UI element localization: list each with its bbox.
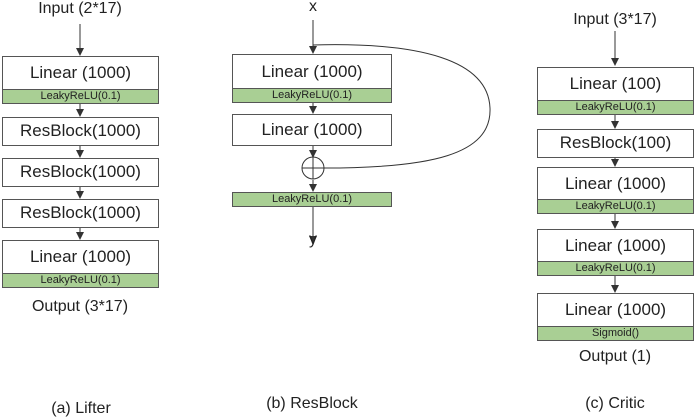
lifter-resblock-1: ResBlock(1000): [2, 117, 159, 146]
critic-linear-block-3: Linear (1000) LeakyReLU(0.1): [537, 229, 694, 276]
block-label: ResBlock(100): [559, 133, 672, 152]
lifter-caption: (a) Lifter: [51, 400, 111, 417]
resblock-output-label: y: [309, 231, 317, 248]
block-label: ResBlock(1000): [20, 203, 141, 222]
lifter-linear-block-2: Linear (1000) LeakyReLU(0.1): [2, 240, 159, 288]
critic-linear-block-4: Linear (1000) Sigmoid(): [537, 293, 694, 341]
lifter-resblock-2: ResBlock(1000): [2, 158, 159, 187]
activation-label: LeakyReLU(0.1): [232, 88, 392, 103]
block-label: ResBlock(1000): [20, 162, 141, 181]
block-label: Linear (1000): [564, 300, 667, 319]
block-label: Linear (1000): [564, 174, 667, 193]
resblock-linear-block-2: Linear (1000): [232, 114, 392, 146]
resblock-linear-block-1: Linear (1000) LeakyReLU(0.1): [232, 54, 392, 103]
resblock-post-activation: LeakyReLU(0.1): [232, 192, 392, 207]
critic-input-label: Input (3*17): [573, 11, 657, 28]
lifter-output-label: Output (3*17): [31, 298, 129, 315]
critic-linear-block-2: Linear (1000) LeakyReLU(0.1): [537, 167, 694, 214]
critic-resblock: ResBlock(100): [537, 129, 694, 158]
block-label: Linear (1000): [261, 62, 363, 81]
activation-label: LeakyReLU(0.1): [537, 261, 694, 276]
resblock-input-label: x: [309, 0, 317, 15]
block-label: Linear (100): [569, 74, 662, 93]
lifter-resblock-3: ResBlock(1000): [2, 199, 159, 228]
activation-label: Sigmoid(): [537, 326, 694, 341]
block-label: Linear (1000): [29, 63, 132, 82]
critic-linear-block-1: Linear (100) LeakyReLU(0.1): [537, 67, 694, 115]
activation-label: LeakyReLU(0.1): [2, 89, 159, 104]
lifter-input-label: Input (2*17): [38, 0, 122, 17]
activation-label: LeakyReLU(0.1): [537, 100, 694, 115]
block-label: Linear (1000): [29, 247, 132, 266]
block-label: ResBlock(1000): [20, 121, 141, 140]
lifter-linear-block-1: Linear (1000) LeakyReLU(0.1): [2, 56, 159, 104]
block-label: Linear (1000): [564, 236, 667, 255]
activation-label: LeakyReLU(0.1): [537, 199, 694, 214]
activation-label: LeakyReLU(0.1): [2, 273, 159, 288]
skip-connection-curve: [312, 44, 491, 169]
critic-output-label: Output (1): [578, 348, 652, 365]
critic-caption: (c) Critic: [585, 395, 645, 412]
block-label: Linear (1000): [261, 120, 363, 139]
resblock-caption: (b) ResBlock: [266, 395, 358, 412]
